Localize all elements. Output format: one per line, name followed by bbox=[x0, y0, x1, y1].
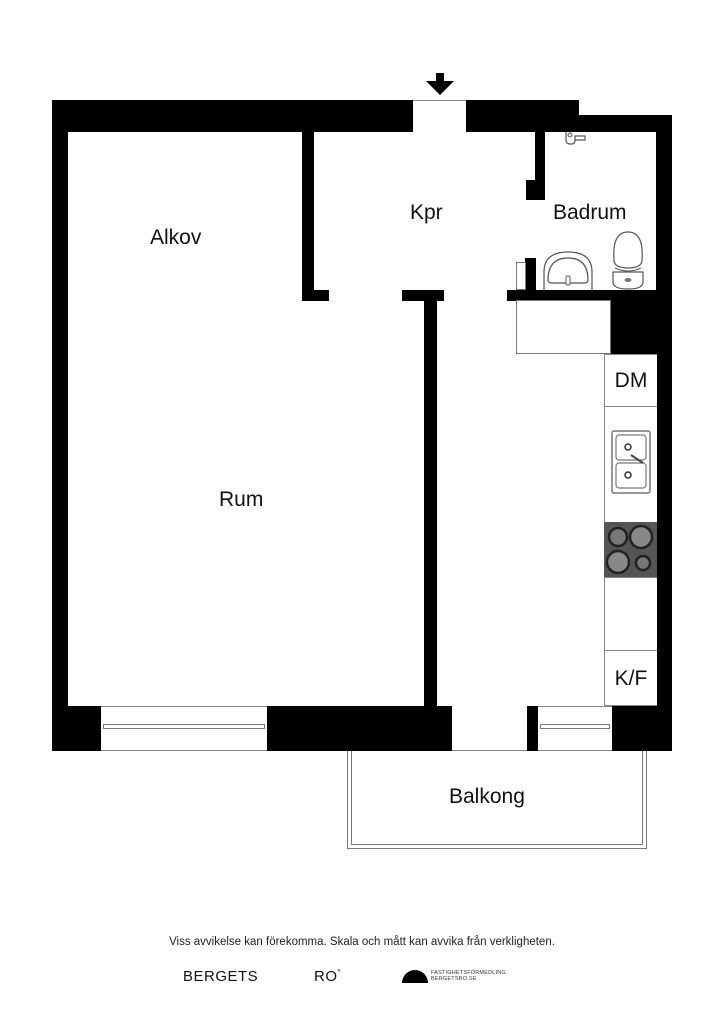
kitchen-cabinet-top bbox=[516, 300, 611, 354]
window-kitchen bbox=[538, 706, 612, 751]
wall-bottom-center bbox=[267, 706, 452, 751]
wall-bottom-post bbox=[527, 706, 538, 751]
wall-top-right bbox=[466, 100, 579, 132]
wall-bottom-right bbox=[612, 706, 672, 751]
bath-cabinet-outline bbox=[516, 262, 526, 290]
balcony-railing-outer bbox=[347, 751, 647, 849]
wall-top-left bbox=[52, 100, 413, 132]
room-label-alkov: Alkov bbox=[150, 226, 202, 249]
logo-ro-text: RO bbox=[314, 968, 338, 985]
wall-top-right-upper bbox=[579, 115, 672, 132]
logo-bergets: BERGETS bbox=[183, 968, 259, 985]
kitchen-sink-icon bbox=[611, 430, 651, 494]
fridge-freezer-cell: K/F bbox=[604, 650, 657, 706]
wall-bath-left-foot bbox=[526, 180, 545, 200]
room-label-rum: Rum bbox=[219, 488, 264, 511]
logo-ro: RO° bbox=[314, 968, 341, 985]
wall-top-left-step2 bbox=[395, 120, 404, 132]
room-label-badrum: Badrum bbox=[553, 201, 627, 224]
room-label-balkong: Balkong bbox=[449, 785, 525, 808]
wall-bottom-left bbox=[52, 706, 101, 751]
balcony-door-threshold bbox=[452, 750, 527, 751]
balcony-railing-inner bbox=[351, 751, 643, 845]
logo-agency-text: FASTIGHETSFÖRMEDLING BERGETSRO.SE bbox=[431, 970, 506, 982]
wall-t-bar bbox=[402, 290, 444, 301]
stove-icon bbox=[604, 522, 656, 577]
wall-top-right-step bbox=[466, 110, 475, 132]
dishwasher-cell: DM bbox=[604, 354, 657, 406]
bathroom-sink-icon bbox=[543, 251, 593, 290]
wall-top-left-step bbox=[404, 110, 413, 132]
disclaimer-text: Viss avvikelse kan förekomma. Skala och … bbox=[169, 936, 555, 948]
toilet-icon bbox=[612, 231, 644, 290]
fridge-freezer-label: K/F bbox=[614, 667, 648, 690]
logo-agency-line1: FASTIGHETSFÖRMEDLING bbox=[431, 970, 506, 976]
shower-faucet-icon bbox=[565, 132, 586, 145]
entrance-threshold bbox=[413, 100, 466, 101]
wall-bath-stub bbox=[525, 258, 536, 290]
wall-bath-corner-block bbox=[610, 301, 656, 354]
wall-right bbox=[656, 115, 672, 751]
half-circle-logo-icon bbox=[402, 970, 428, 983]
wall-bath-left bbox=[535, 132, 545, 192]
wall-left bbox=[52, 100, 68, 751]
entrance-arrow-icon bbox=[426, 73, 454, 95]
window-rum bbox=[101, 706, 267, 751]
room-label-kpr: Kpr bbox=[410, 201, 443, 224]
logo-ro-mark: ° bbox=[337, 968, 342, 977]
counter-cell-empty bbox=[604, 577, 657, 650]
wall-t-stem bbox=[424, 290, 437, 706]
wall-bath-bottom bbox=[507, 290, 656, 301]
logo-agency-line2: BERGETSRO.SE bbox=[431, 976, 477, 982]
wall-alkov-kpr bbox=[302, 132, 314, 301]
dishwasher-label: DM bbox=[614, 369, 648, 392]
wall-alkov-kpr-foot bbox=[302, 290, 329, 301]
